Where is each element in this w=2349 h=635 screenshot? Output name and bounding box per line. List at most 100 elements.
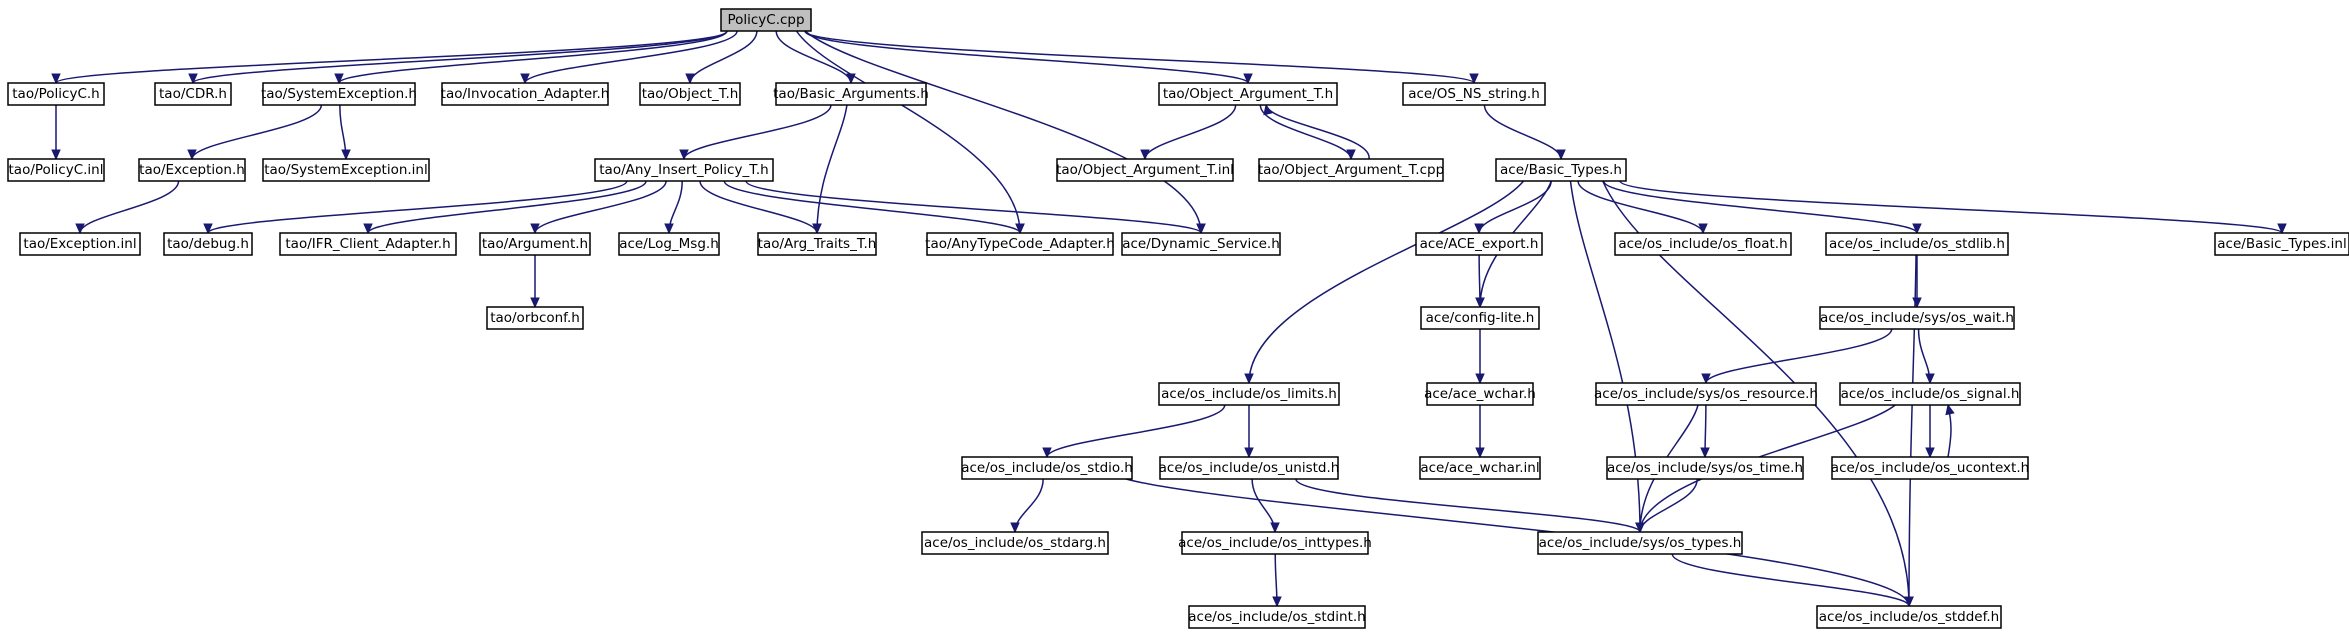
edge-n30-to-n33 (1701, 328, 1893, 385)
node-box (1495, 158, 1627, 182)
edge-root-to-n3 (334, 30, 728, 85)
node-ace-os-include-sys-os-resource-h[interactable]: ace/os_include/sys/os_resource.h (1594, 382, 1818, 406)
node-box (2214, 232, 2349, 256)
arrowhead (188, 73, 198, 85)
node-tao-ifr-client-adapter-h[interactable]: tao/IFR_Client_Adapter.h (279, 232, 457, 256)
edge-line (804, 30, 1202, 234)
edge-line (1639, 478, 1698, 533)
arrowhead (1196, 223, 1206, 235)
node-tao-object-argument-t-h[interactable]: tao/Object_Argument_T.h (1158, 82, 1338, 106)
arrowhead (679, 149, 689, 161)
node-tao-object-argument-t-inl[interactable]: tao/Object_Argument_T.inl (1056, 158, 1234, 182)
node-ace-os-include-sys-os-types-h[interactable]: ace/os_include/sys/os_types.h (1537, 531, 1743, 555)
node-tao-basic-arguments-h[interactable]: tao/Basic_Arguments.h (773, 82, 929, 106)
node-box (921, 531, 1109, 555)
node-ace-os-include-sys-os-wait-h[interactable]: ace/os_include/sys/os_wait.h (1819, 306, 2015, 330)
node-ace-basic-types-inl[interactable]: ace/Basic_Types.inl (2214, 232, 2349, 256)
edge-n12-to-n22 (723, 180, 1025, 235)
node-box (1426, 382, 1534, 406)
node-tao-debug-h[interactable]: tao/debug.h (163, 232, 253, 256)
edge-n30-to-n34 (1917, 328, 1935, 385)
edge-line (1671, 553, 1910, 607)
edge-root-to-n23 (804, 30, 1206, 235)
node-box (775, 82, 927, 106)
node-ace-os-include-os-inttypes-h[interactable]: ace/os_include/os_inttypes.h (1178, 531, 1372, 555)
node-ace-os-include-os-unistd-h[interactable]: ace/os_include/os_unistd.h (1159, 456, 1340, 480)
node-ace-os-ns-string-h[interactable]: ace/OS_NS_string.h (1402, 82, 1546, 106)
node-ace-ace-export-h[interactable]: ace/ACE_export.h (1415, 232, 1543, 256)
node-ace-os-include-os-stdlib-h[interactable]: ace/os_include/os_stdlib.h (1825, 232, 2009, 256)
edge-line (1602, 180, 1910, 607)
node-ace-dynamic-service-h[interactable]: ace/Dynamic_Service.h (1121, 232, 1281, 256)
node-ace-os-include-os-signal-h[interactable]: ace/os_include/os_signal.h (1839, 382, 2021, 406)
arrowhead (685, 73, 695, 85)
node-box (1816, 605, 2002, 629)
node-box (1188, 605, 1366, 629)
node-ace-basic-types-h[interactable]: ace/Basic_Types.h (1495, 158, 1627, 182)
edge-n36-to-n42 (1295, 478, 1645, 534)
node-ace-os-include-os-stddef-h[interactable]: ace/os_include/os_stddef.h (1816, 605, 2002, 629)
edge-n39-to-n34 (1945, 403, 1955, 458)
edge-line (1577, 180, 1704, 234)
edge-n1-to-n9 (51, 105, 61, 161)
node-ace-ace-wchar-inl[interactable]: ace/ace_wchar.inl (1419, 456, 1541, 480)
node-ace-config-lite-h[interactable]: ace/config-lite.h (1420, 306, 1540, 330)
arrowhead (51, 149, 61, 161)
node-ace-os-include-os-limits-h[interactable]: ace/os_include/os_limits.h (1158, 382, 1340, 406)
edge-n15-to-n25 (1577, 180, 1708, 235)
node-box (1825, 232, 2009, 256)
node-tao-systemexception-h[interactable]: tao/SystemException.h (261, 82, 417, 106)
edge-n31-to-n36 (1244, 405, 1254, 459)
node-tao-argument-h[interactable]: tao/Argument.h (479, 232, 591, 256)
edge-root-to-n2 (188, 30, 728, 85)
edge-line (207, 180, 628, 234)
node-ace-os-include-os-stdarg-h[interactable]: ace/os_include/os_stdarg.h (921, 531, 1109, 555)
node-box (19, 232, 141, 256)
node-ace-os-include-os-stdio-h[interactable]: ace/os_include/os_stdio.h (961, 456, 1133, 480)
edge-root-to-n8 (804, 30, 1479, 85)
node-tao-arg-traits-t-h[interactable]: tao/Arg_Traits_T.h (757, 232, 877, 256)
node-label: ace/os_include/os_stdint.h (1188, 609, 1365, 625)
arrowhead (1010, 522, 1020, 534)
node-ace-os-include-os-float-h[interactable]: ace/os_include/os_float.h (1614, 232, 1792, 256)
node-ace-os-include-sys-os-time-h[interactable]: ace/os_include/sys/os_time.h (1606, 456, 1804, 480)
arrowhead (1474, 223, 1484, 235)
node-label: ace/config-lite.h (1426, 310, 1535, 326)
arrowhead (1243, 73, 1253, 85)
arrowhead (1042, 447, 1052, 459)
node-ace-os-include-os-ucontext-h[interactable]: ace/os_include/os_ucontext.h (1831, 456, 2029, 480)
node-tao-policyc-h[interactable]: tao/PolicyC.h (7, 82, 105, 106)
node-tao-any-insert-policy-t-h[interactable]: tao/Any_Insert_Policy_T.h (594, 158, 774, 182)
edge-n29-to-n32 (1475, 328, 1485, 385)
node-box (1419, 456, 1541, 480)
node-tao-orbconf-h[interactable]: tao/orbconf.h (486, 306, 584, 330)
node-ace-os-include-os-stdint-h[interactable]: ace/os_include/os_stdint.h (1188, 605, 1366, 629)
node-label: tao/PolicyC.inl (9, 162, 104, 178)
arrowhead (530, 223, 540, 235)
edge-n26-to-n30 (1912, 255, 1922, 309)
arrowhead (203, 223, 213, 235)
node-tao-cdr-h[interactable]: tao/CDR.h (154, 82, 232, 106)
node-tao-policyc-inl[interactable]: tao/PolicyC.inl (7, 158, 105, 182)
edge-n12-to-n17 (203, 180, 628, 235)
node-tao-object-t-h[interactable]: tao/Object_T.h (639, 82, 741, 106)
node-tao-object-argument-t-cpp[interactable]: tao/Object_Argument_T.cpp (1258, 158, 1444, 182)
node-tao-anytypecode-adapter-h[interactable]: tao/AnyTypeCode_Adapter.h (925, 232, 1115, 256)
edge-n33-to-n38 (1700, 404, 1710, 459)
node-ace-ace-wchar-h[interactable]: ace/ace_wchar.h (1424, 382, 1536, 406)
arrowhead (363, 223, 373, 235)
node-label: ace/OS_NS_string.h (1408, 86, 1540, 102)
node-tao-systemexception-inl[interactable]: tao/SystemException.inl (262, 158, 430, 182)
node-box (7, 82, 105, 106)
node-tao-exception-inl[interactable]: tao/Exception.inl (19, 232, 141, 256)
node-label: ace/ace_wchar.h (1424, 386, 1536, 402)
edge-line (534, 180, 667, 234)
arrowhead (1244, 447, 1254, 459)
node-tao-invocation-adapter-h[interactable]: tao/Invocation_Adapter.h (441, 82, 610, 106)
node-tao-exception-h[interactable]: tao/Exception.h (138, 158, 246, 182)
node-ace-log-msg-h[interactable]: ace/Log_Msg.h (618, 232, 720, 256)
edge-line (367, 180, 647, 234)
edge-line (55, 30, 728, 84)
node-policyc-cpp[interactable]: PolicyC.cpp (720, 8, 812, 32)
node-box (1831, 456, 2029, 480)
